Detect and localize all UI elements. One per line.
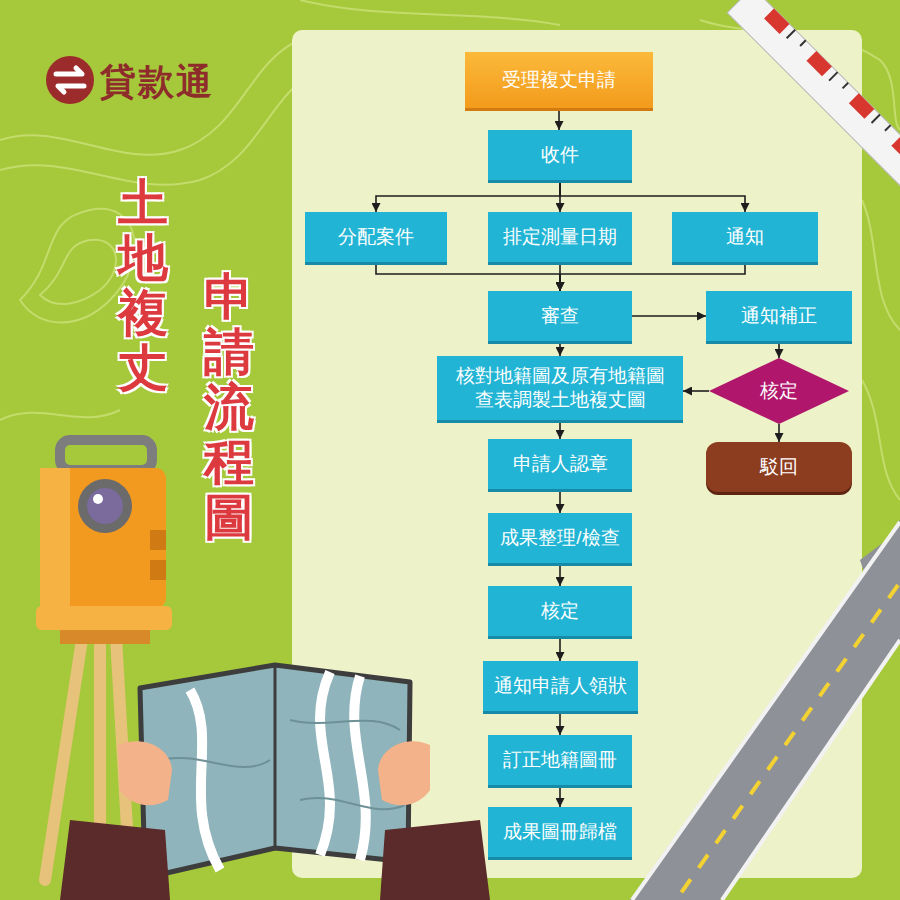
- logo-icon: [46, 56, 94, 104]
- node-text: 分配案件: [338, 225, 414, 249]
- process-box: 排定測量日期: [488, 212, 632, 262]
- map-with-hands: [60, 665, 490, 900]
- node-text: 駁回: [760, 455, 798, 479]
- flow-arrow: [376, 262, 560, 291]
- node-text: 排定測量日期: [503, 225, 617, 249]
- node-text: 成果圖冊歸檔: [503, 820, 617, 844]
- node-text: 訂正地籍圖冊: [503, 748, 617, 772]
- flow-arrow: [559, 785, 561, 807]
- process-box: 通知補正: [706, 291, 852, 341]
- text-stack: 受理複丈申請: [502, 68, 616, 92]
- text-stack: 排定測量日期: [503, 225, 617, 249]
- process-box: 核對地籍圖及原有地籍圖 查表調製土地複丈圖: [437, 356, 683, 420]
- node-text: 審查: [541, 304, 579, 328]
- text-stack: 通知補正: [741, 304, 817, 328]
- start-box: 受理複丈申請: [465, 52, 653, 108]
- flow-arrow: [778, 341, 780, 358]
- node-text: 核對地籍圖及原有地籍圖 查表調製土地複丈圖: [449, 364, 671, 412]
- title-column: 申請流程圖: [204, 270, 254, 545]
- text-stack: 核定: [760, 379, 798, 403]
- text-stack: 駁回: [760, 455, 798, 479]
- road: [630, 520, 900, 900]
- flow-arrow: [560, 180, 745, 212]
- node-text: 核定: [541, 599, 579, 623]
- text-stack: 訂正地籍圖冊: [503, 748, 617, 772]
- flow-arrow: [559, 341, 561, 356]
- text-stack: 成果整理/檢查: [500, 526, 619, 550]
- title-column: 土地複丈: [118, 176, 168, 396]
- flow-arrow: [559, 420, 561, 439]
- text-stack: 通知申請人領狀: [494, 674, 627, 698]
- text-stack: 核對地籍圖及原有地籍圖 查表調製土地複丈圖: [449, 364, 671, 412]
- process-box: 成果整理/檢查: [488, 513, 632, 563]
- process-box: 審查: [488, 291, 632, 341]
- flow-arrow: [376, 180, 560, 212]
- flow-arrow: [559, 563, 561, 586]
- process-box: 分配案件: [305, 212, 447, 262]
- text-stack: 核定: [541, 599, 579, 623]
- text-stack: 分配案件: [338, 225, 414, 249]
- node-text: 收件: [541, 143, 579, 167]
- decision-diamond: 核定: [709, 358, 849, 424]
- process-box: 通知: [672, 212, 818, 262]
- text-stack: 申請人認章: [513, 452, 608, 476]
- text-stack: 通知: [726, 225, 764, 249]
- text-stack: 審查: [541, 304, 579, 328]
- node-text: 申請人認章: [513, 452, 608, 476]
- node-text: 通知補正: [741, 304, 817, 328]
- process-box: 訂正地籍圖冊: [488, 735, 632, 785]
- flow-arrow: [559, 636, 561, 661]
- flow-arrow: [778, 424, 780, 442]
- text-stack: 成果圖冊歸檔: [503, 820, 617, 844]
- process-box: 成果圖冊歸檔: [488, 807, 632, 857]
- node-text: 成果整理/檢查: [500, 526, 619, 550]
- logo-text: 貸款通: [100, 58, 214, 107]
- node-text: 通知申請人領狀: [494, 674, 627, 698]
- process-box: 收件: [488, 130, 632, 180]
- flow-arrow: [558, 108, 560, 130]
- flow-arrow: [683, 390, 709, 392]
- ruler: [727, 0, 900, 197]
- node-text: 受理複丈申請: [502, 68, 616, 92]
- flow-arrow: [559, 711, 561, 735]
- process-box: 核定: [488, 586, 632, 636]
- text-stack: 收件: [541, 143, 579, 167]
- terminal-box: 駁回: [706, 442, 852, 492]
- process-box: 通知申請人領狀: [483, 661, 638, 711]
- process-box: 申請人認章: [488, 439, 632, 489]
- diamond-fill: [709, 358, 849, 424]
- flow-arrow: [559, 489, 561, 513]
- node-text: 通知: [726, 225, 764, 249]
- flow-arrow: [560, 262, 745, 291]
- flow-arrow: [632, 315, 706, 317]
- node-text: 核定: [760, 379, 798, 403]
